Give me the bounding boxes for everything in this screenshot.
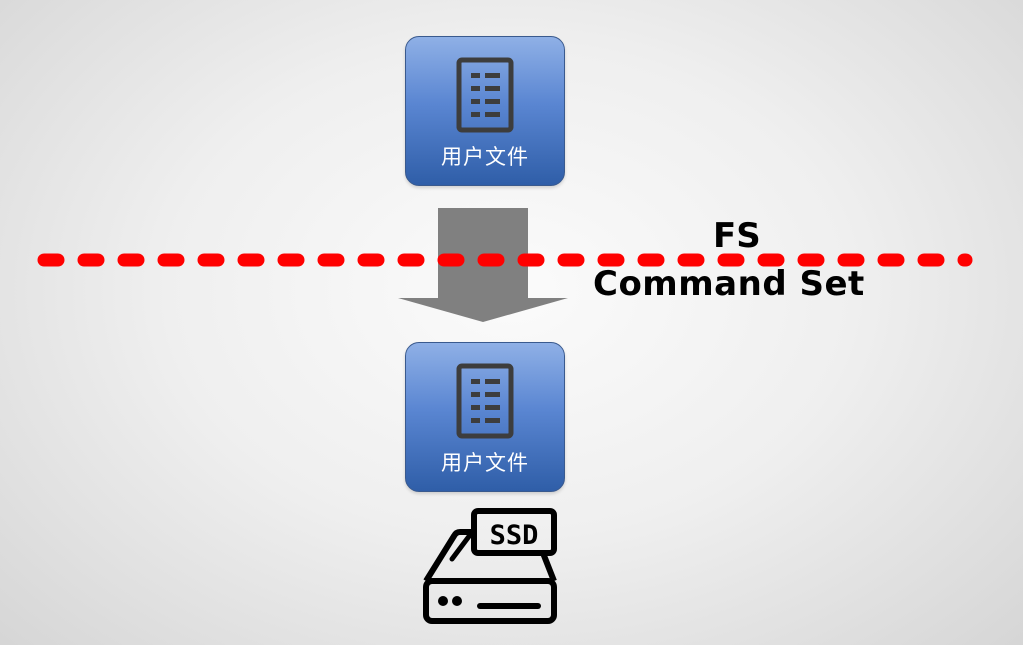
user-file-box-bottom: 用户文件 (405, 342, 565, 492)
document-list-icon (456, 363, 514, 439)
boundary-dashed-line (37, 253, 973, 267)
fs-label: FS (713, 216, 761, 256)
user-file-box-top: 用户文件 (405, 36, 565, 186)
ssd-tag-label: SSD (490, 520, 539, 551)
command-set-label: Command Set (593, 264, 865, 304)
document-list-icon (456, 57, 514, 133)
bottom-box-label: 用户文件 (441, 451, 529, 475)
top-box-label: 用户文件 (441, 145, 529, 169)
ssd-drive-icon: SSD (423, 508, 557, 624)
